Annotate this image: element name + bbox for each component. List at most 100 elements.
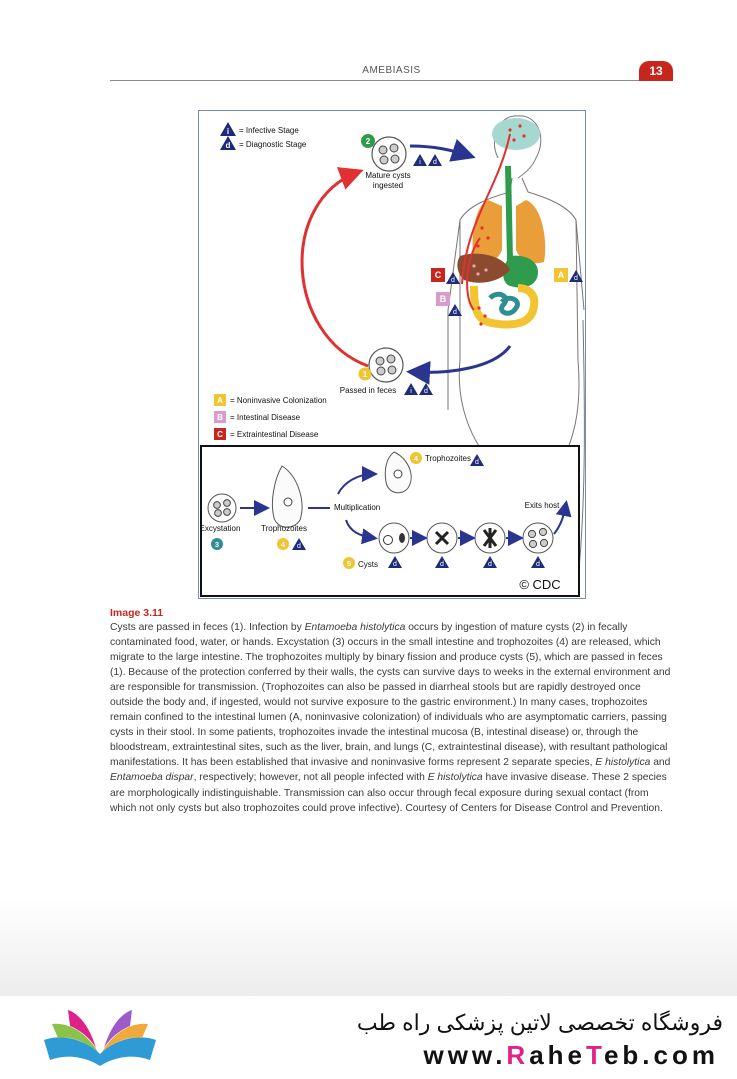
stage-1-badge xyxy=(358,367,372,381)
stage-2-number: 2 xyxy=(366,137,371,146)
ingestion-arrow xyxy=(409,138,476,162)
life-cycle-figure: i = Infective Stage d = Diagnostic Stage… xyxy=(198,110,586,600)
stage-3-badge xyxy=(211,538,223,550)
publisher-url[interactable]: www.RaheTeb.com xyxy=(423,1040,719,1071)
excystation-label: Excystation xyxy=(200,524,241,533)
stomach-icon xyxy=(503,255,538,288)
site-b-diagnostic-icon xyxy=(448,304,462,316)
legend-c-badge xyxy=(214,428,226,440)
legend-b-badge xyxy=(214,411,226,423)
excystation-cyst-icon xyxy=(207,493,237,523)
site-c-diagnostic-icon xyxy=(446,272,460,284)
legend-c-letter: C xyxy=(217,430,223,439)
cdc-copyright: © CDC xyxy=(519,577,560,592)
caption-text-4: , respectively; however, not all people … xyxy=(193,772,428,784)
passed-in-feces-label: Passed in feces xyxy=(340,386,396,395)
trophozoites-top-label: Trophozoites xyxy=(425,454,471,463)
cyst-c-diagnostic-letter: d xyxy=(488,561,492,568)
site-a-badge xyxy=(554,268,568,282)
running-header-title: AMEBIASIS xyxy=(362,65,421,76)
legend-a-letter: A xyxy=(217,396,223,405)
stage-4-number: 4 xyxy=(281,540,286,549)
site-c-badge xyxy=(431,268,445,282)
cyst-stage-d-icon xyxy=(522,522,554,554)
running-header: AMEBIASIS 13 xyxy=(110,61,673,81)
caption-text-3: and xyxy=(650,757,671,769)
passed-cyst-icon xyxy=(368,347,404,383)
cyst-d-diagnostic-icon xyxy=(531,556,545,568)
legend-b-letter: B xyxy=(217,413,223,422)
url-prefix: www. xyxy=(423,1040,507,1070)
figure-caption-body: Cysts are passed in feces (1). Infection… xyxy=(110,620,675,816)
stage-1-diagnostic-icon xyxy=(419,383,433,395)
stage-4-diagnostic-icon xyxy=(292,538,306,550)
cyst-a-diagnostic-icon xyxy=(388,556,402,568)
bloodstream-arrow-lung xyxy=(466,237,481,311)
url-letter-r: R xyxy=(506,1040,530,1070)
legend-a-badge xyxy=(214,394,226,406)
infection-cycle-arrow xyxy=(300,167,369,368)
url-suffix: eb.com xyxy=(603,1040,719,1070)
stage-2-diagnostic-letter: d xyxy=(433,159,437,166)
site-b-badge xyxy=(436,292,450,306)
site-c-letter: C xyxy=(435,270,442,280)
stage-1-number: 1 xyxy=(363,370,368,379)
stage-3-number: 3 xyxy=(215,540,219,549)
figure-caption-title: Image 3.11 xyxy=(110,607,164,619)
diagnostic-badge-letter: d xyxy=(226,141,231,150)
multiplication-up-arrow xyxy=(337,466,378,495)
site-c-diagnostic-letter: d xyxy=(451,277,455,284)
right-lung-icon xyxy=(516,200,546,264)
caption-species-2: E histolytica xyxy=(595,757,651,769)
site-a-letter: A xyxy=(558,270,565,280)
cyst-stage-a-icon xyxy=(378,522,410,554)
cyst-c-diagnostic-icon xyxy=(483,556,497,568)
url-letter-t: T xyxy=(586,1040,604,1070)
stage-4-badge xyxy=(277,538,289,550)
caption-text-5: have invasive disease. These 2 species a… xyxy=(110,772,667,814)
site-a-diagnostic-letter: d xyxy=(574,275,578,282)
bloodstream-arrow-brain xyxy=(461,133,511,285)
stage-5-badge xyxy=(343,557,355,569)
site-a-diagnostic-icon xyxy=(569,270,583,282)
cysts-label: Cysts xyxy=(358,560,378,569)
legend-intestinal-label: = Intestinal Disease xyxy=(230,413,301,422)
infective-badge-icon xyxy=(220,122,236,136)
site-b-diagnostic-letter: d xyxy=(453,309,457,316)
exits-host-arrow xyxy=(553,500,572,535)
footer-gradient xyxy=(0,900,737,1000)
legend-infective-label: = Infective Stage xyxy=(239,126,299,135)
multiplication-down-arrow xyxy=(345,519,378,545)
legend-diagnostic: d = Diagnostic Stage xyxy=(220,136,307,150)
page-number-badge: 13 xyxy=(639,61,673,81)
stage-4-top-badge xyxy=(410,452,422,464)
diagnostic-badge-icon xyxy=(220,136,236,150)
caption-text-1: Cysts are passed in feces (1). Infection… xyxy=(110,622,305,633)
mature-cysts-label-2: ingested xyxy=(373,181,403,190)
stage-2-diagnostic-icon xyxy=(428,154,442,166)
stage-4-top-number: 4 xyxy=(414,454,419,463)
caption-species-4: E histolytica xyxy=(427,772,483,784)
cyst-b-diagnostic-letter: d xyxy=(440,561,444,568)
legend-extraintestinal-label: = Extraintestinal Disease xyxy=(230,430,319,439)
exits-host-label: Exits host xyxy=(525,501,560,510)
trophozoites-top-diagnostic-icon xyxy=(470,454,484,466)
trophozoites-label: Trophozoites xyxy=(261,524,307,533)
cyst-d-diagnostic-letter: d xyxy=(536,561,540,568)
small-intestine-icon xyxy=(488,291,520,316)
caption-text-2: occurs by ingestion of mature cysts (2) … xyxy=(110,622,671,769)
infective-badge-letter: i xyxy=(227,127,229,136)
publisher-name: فروشگاه تخصصی لاتین پزشکی راه طب xyxy=(356,1010,723,1035)
stage-1-infective-letter: i xyxy=(410,388,412,395)
stage-2-infective-icon xyxy=(413,154,427,166)
brain-icon xyxy=(492,118,540,150)
cyst-b-diagnostic-icon xyxy=(435,556,449,568)
stage-1-diagnostic-letter: d xyxy=(424,388,428,395)
caption-species-1: Entamoeba histolytica xyxy=(304,622,406,633)
open-book-logo-icon xyxy=(44,1010,156,1066)
esophagus-icon xyxy=(505,165,513,261)
stage-1-infective-icon xyxy=(404,383,418,395)
caption-species-3: Entamoeba dispar xyxy=(110,772,194,784)
stage-4-diagnostic-letter: d xyxy=(297,543,301,550)
stage-5-number: 5 xyxy=(347,559,351,568)
